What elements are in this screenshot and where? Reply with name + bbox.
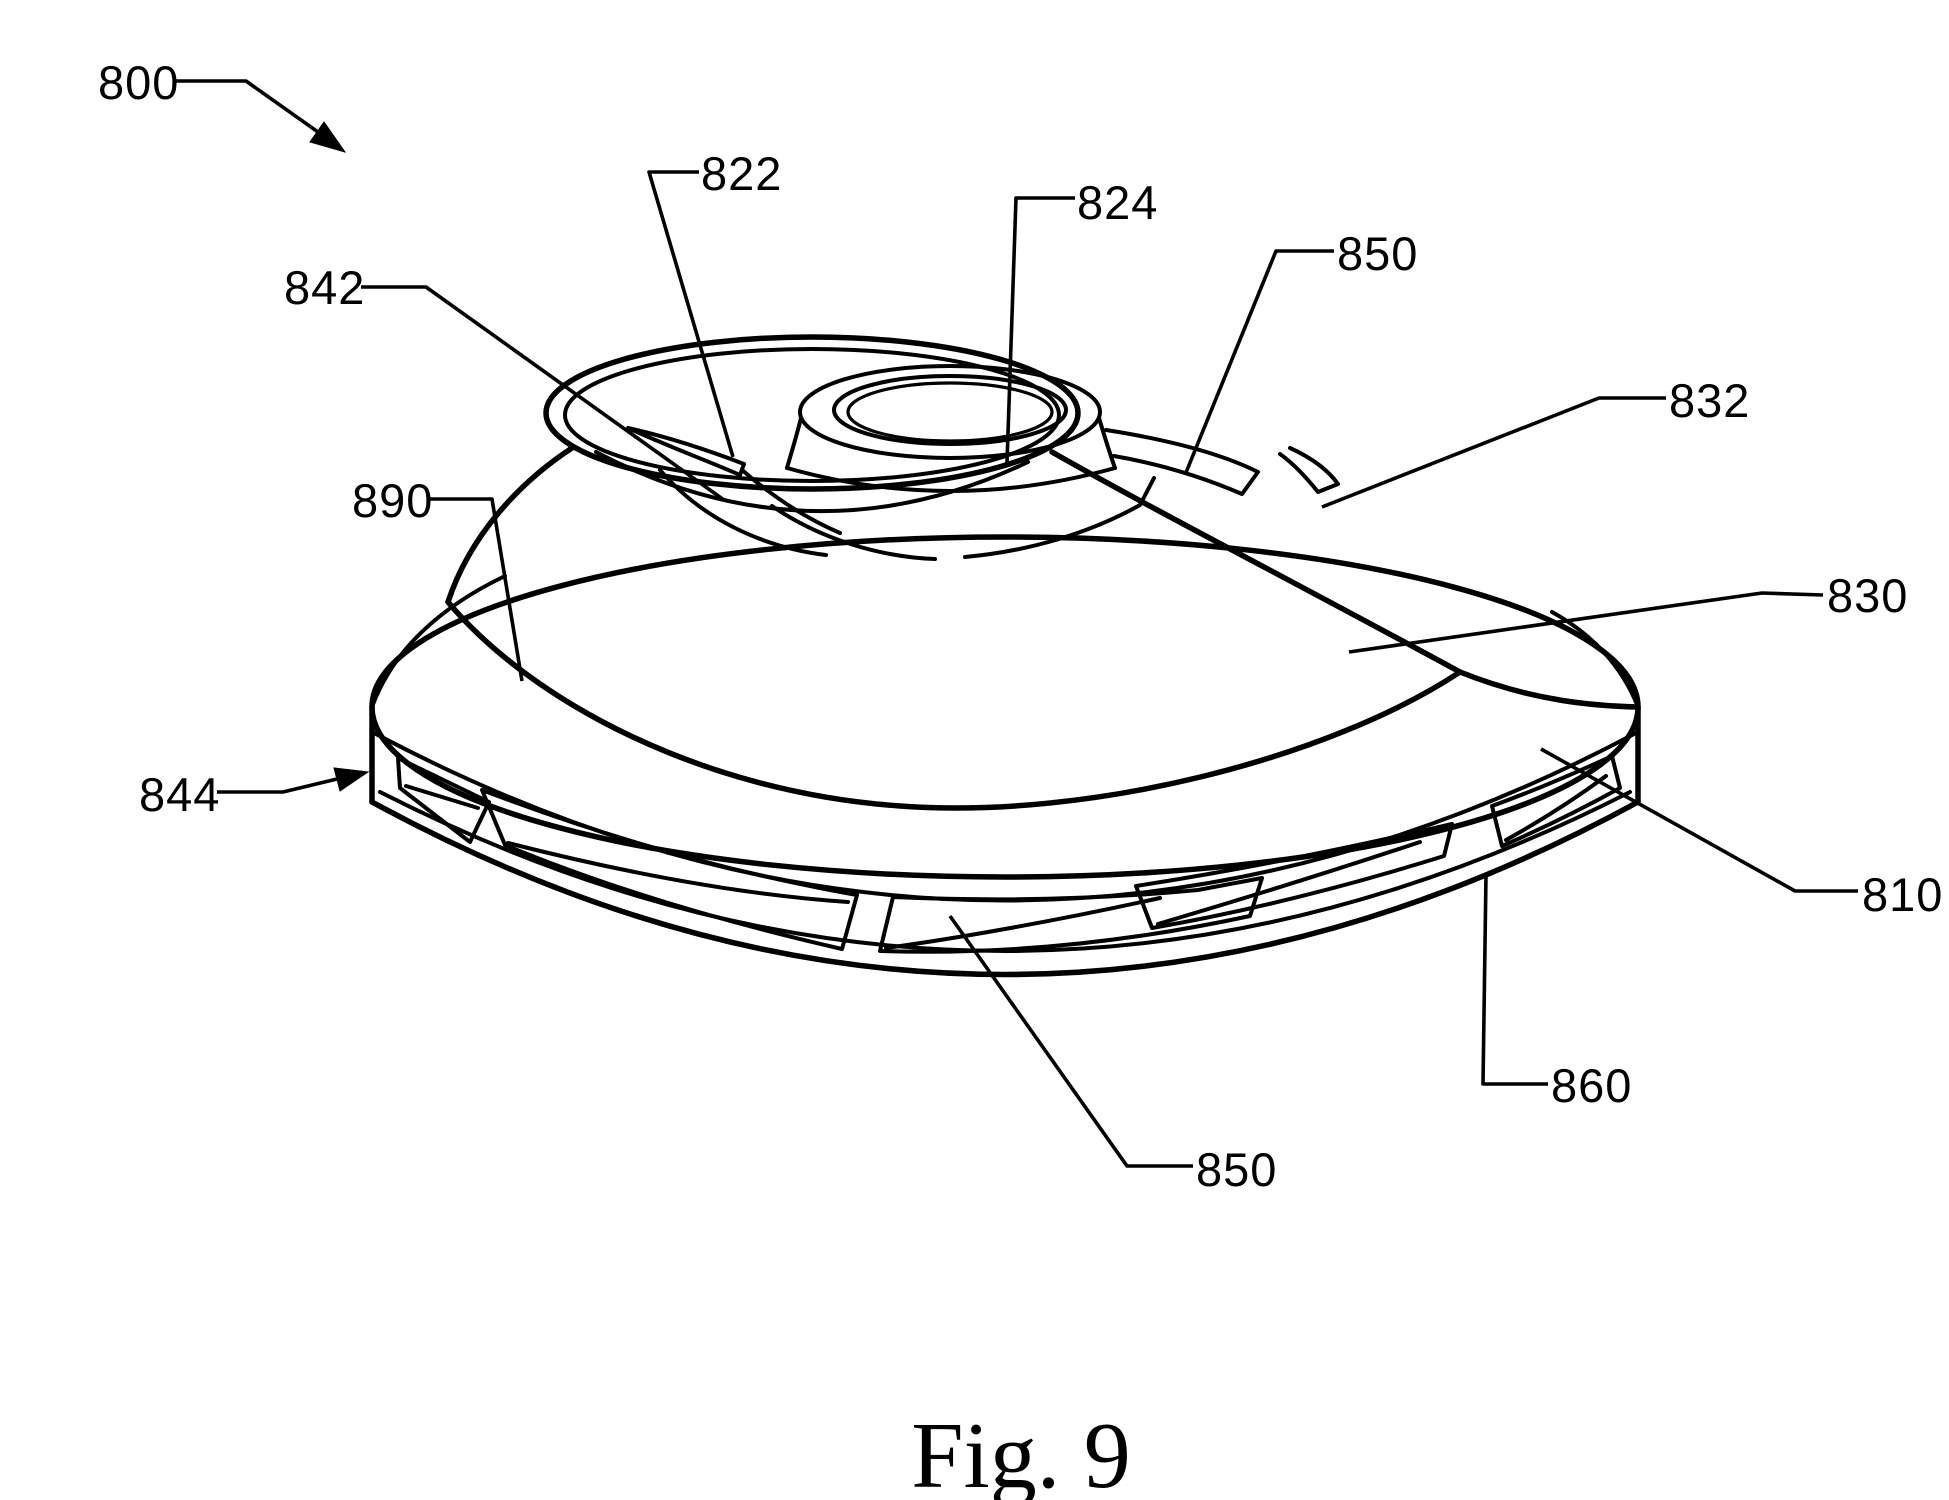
rim-window-1: [396, 756, 491, 844]
ref-label-850-top: 850: [1337, 227, 1418, 280]
ref-label-822: 822: [701, 147, 782, 200]
base-disc: [369, 534, 1641, 978]
hub-right-side: [1097, 416, 1117, 470]
leader-lines: [174, 79, 1858, 1168]
rim-window-2-vane: [506, 841, 850, 904]
ref-label-890: 890: [352, 474, 433, 527]
impeller-drawing: [369, 334, 1641, 978]
leader-832: [1321, 396, 1666, 509]
disc-bottom-outer-edge: [369, 799, 1641, 978]
leader-850-top: [1183, 249, 1334, 476]
eye-rim-inner-edge: [563, 347, 1061, 483]
hub: [785, 364, 1117, 493]
shroud-base-curve: [445, 599, 1463, 811]
disc-back-edge-left: [370, 574, 507, 709]
hub-bore-outer-edge: [832, 374, 1068, 446]
rim-window-5: [1490, 754, 1622, 848]
leader-800-arrowhead: [309, 121, 347, 153]
figure-caption: Fig. 9: [911, 1404, 1130, 1500]
eye-rim-outer-edge: [543, 334, 1081, 492]
leader-860: [1481, 874, 1548, 1086]
leader-844-arrowhead: [333, 767, 370, 792]
ref-label-842: 842: [284, 261, 365, 314]
blade-6: [1278, 446, 1340, 494]
ref-label-810: 810: [1862, 868, 1943, 921]
shroud: [445, 334, 1641, 811]
ref-label-824: 824: [1077, 176, 1158, 229]
leader-810: [1540, 747, 1858, 893]
rim-windows: [396, 754, 1622, 954]
blade-2: [658, 468, 828, 557]
rim-window-4: [1134, 822, 1454, 930]
ref-label-800: 800: [98, 56, 179, 109]
ref-label-832: 832: [1669, 374, 1750, 427]
leader-830: [1348, 591, 1824, 654]
leader-842: [361, 285, 726, 502]
rim-window-5-vane: [1504, 774, 1608, 842]
shroud-left-flare: [445, 445, 575, 605]
rim-window-2: [480, 788, 859, 951]
leader-800: [174, 79, 320, 134]
eye-floor-edge: [594, 450, 1030, 514]
ref-label-830: 830: [1827, 569, 1908, 622]
blade-leading-edge-stem: [740, 468, 842, 535]
rim-window-1-vane: [404, 784, 480, 810]
rim-window-3: [878, 876, 1264, 954]
shroud-right-flare: [1049, 449, 1641, 710]
leader-890: [427, 497, 524, 682]
rim-window-3-vane: [884, 896, 1162, 950]
hub-bore-inner-edge: [846, 381, 1054, 443]
impeller-blades: [594, 426, 1340, 561]
leader-824: [1005, 196, 1075, 464]
blade-leading-edge: [626, 426, 746, 477]
leader-822: [647, 170, 735, 458]
blade-4: [963, 476, 1156, 559]
rim-window-4-vane: [1156, 840, 1422, 926]
hub-left-side: [785, 416, 803, 470]
leader-850-bottom: [948, 914, 1193, 1168]
ref-label-850-bottom: 850: [1196, 1143, 1277, 1196]
hub-top-edge: [798, 364, 1102, 460]
blade-3: [770, 504, 937, 561]
reference-numerals: 800 822 824 850 842 832 890 830 844 810 …: [98, 56, 1943, 1196]
ref-label-844: 844: [139, 768, 220, 821]
leader-844: [217, 777, 338, 794]
blade-5: [1104, 428, 1260, 496]
ref-label-860: 860: [1551, 1059, 1632, 1112]
